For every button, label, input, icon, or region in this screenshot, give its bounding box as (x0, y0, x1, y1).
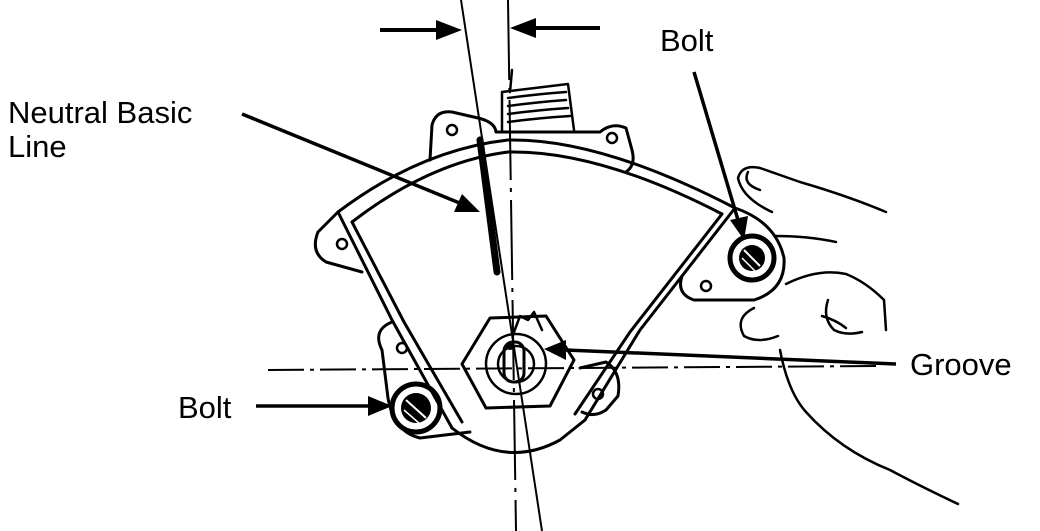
leader-bolt-left (256, 396, 392, 416)
shaft-assembly (460, 310, 576, 410)
lock-tab (512, 310, 544, 334)
hand-outline (736, 165, 960, 506)
tilted-reference-line (460, 0, 543, 531)
neutral-basic-line-label-1: Neutral Basic (8, 95, 193, 130)
switch-housing (313, 110, 786, 454)
bolt-right (727, 233, 777, 283)
neutral-basic-line-label-2: Line (8, 129, 67, 164)
leader-groove (544, 340, 897, 366)
dimension-arrows (380, 18, 600, 40)
neutral-basic-line-mark (476, 136, 501, 276)
hex-nut (460, 314, 576, 410)
neutral-basic-line-label: Neutral Basic Line (8, 96, 192, 164)
leader-neutral-basic-line (241, 112, 480, 212)
center-line (507, 0, 517, 531)
bolt-left (389, 381, 443, 435)
mounting-holes (335, 123, 713, 401)
leader-bolt-top (692, 71, 748, 240)
bolt-top-label: Bolt (660, 23, 714, 58)
groove-label: Groove (910, 347, 1012, 382)
threaded-connector (500, 68, 576, 134)
bolt-left-label: Bolt (178, 390, 232, 425)
horizontal-center-line (267, 365, 881, 371)
